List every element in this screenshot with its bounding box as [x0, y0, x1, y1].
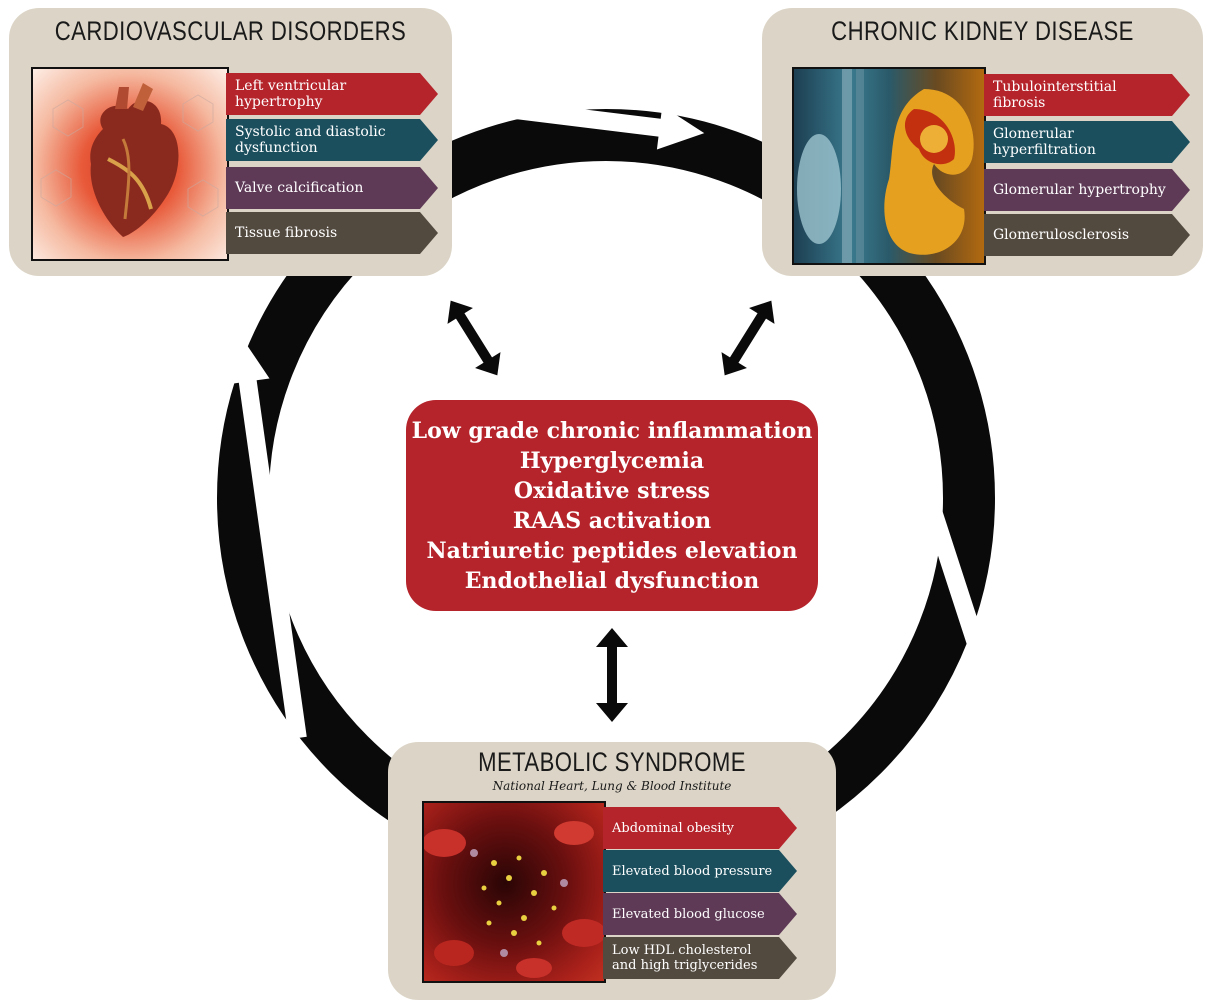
metabolic-item: Elevated blood glucose	[603, 893, 797, 935]
double-arrow-left-icon	[447, 300, 501, 376]
blood-vessel-illustration	[422, 801, 606, 983]
cardio-item: Systolic and diastolic dysfunction	[226, 119, 438, 161]
cycle-arrow-left-icon	[225, 336, 307, 740]
kidney-item: Glomerular hyperfiltration	[984, 121, 1190, 163]
kidney-item: Tubulointerstitial fibrosis	[984, 74, 1190, 116]
kidney-panel: CHRONIC KIDNEY DISEASE Tubulointerstitia…	[762, 8, 1203, 276]
center-line: Endothelial dysfunction	[464, 567, 760, 594]
cardio-item: Valve calcification	[226, 167, 438, 209]
double-arrow-right-icon	[721, 300, 775, 376]
metabolic-title: METABOLIC SYNDROME	[478, 747, 746, 777]
kidney-illustration	[792, 67, 986, 265]
center-line: Oxidative stress	[513, 477, 711, 504]
center-line: Low grade chronic inflammation	[411, 417, 813, 444]
metabolic-subtitle: National Heart, Lung & Blood Institute	[492, 779, 732, 793]
metabolic-item: Low HDL cholesterol and high triglycerid…	[603, 937, 797, 979]
double-arrow-bottom-icon	[596, 628, 628, 722]
center-factors-box: Low grade chronic inflammation Hyperglyc…	[406, 400, 818, 611]
center-line: RAAS activation	[512, 507, 712, 534]
heart-illustration	[31, 67, 229, 261]
cardio-item: Left ventricular hypertrophy	[226, 73, 438, 115]
metabolic-item: Elevated blood pressure	[603, 850, 797, 892]
cardiovascular-panel: CARDIOVASCULAR DISORDERS Left ventricula…	[9, 8, 452, 276]
cardiovascular-title: CARDIOVASCULAR DISORDERS	[54, 16, 407, 46]
metabolic-panel: METABOLIC SYNDROME National Heart, Lung …	[388, 742, 836, 1000]
cardio-item: Tissue fibrosis	[226, 212, 438, 254]
cycle-arrow-right-icon	[873, 352, 1012, 731]
center-line: Hyperglycemia	[519, 447, 705, 474]
metabolic-item: Abdominal obesity	[603, 807, 797, 849]
cycle-arrow-top-icon	[499, 99, 705, 150]
kidney-item: Glomerular hypertrophy	[984, 169, 1190, 211]
kidney-title: CHRONIC KIDNEY DISEASE	[831, 16, 1134, 46]
kidney-item: Glomerulosclerosis	[984, 214, 1190, 256]
center-line: Natriuretic peptides elevation	[426, 537, 798, 564]
